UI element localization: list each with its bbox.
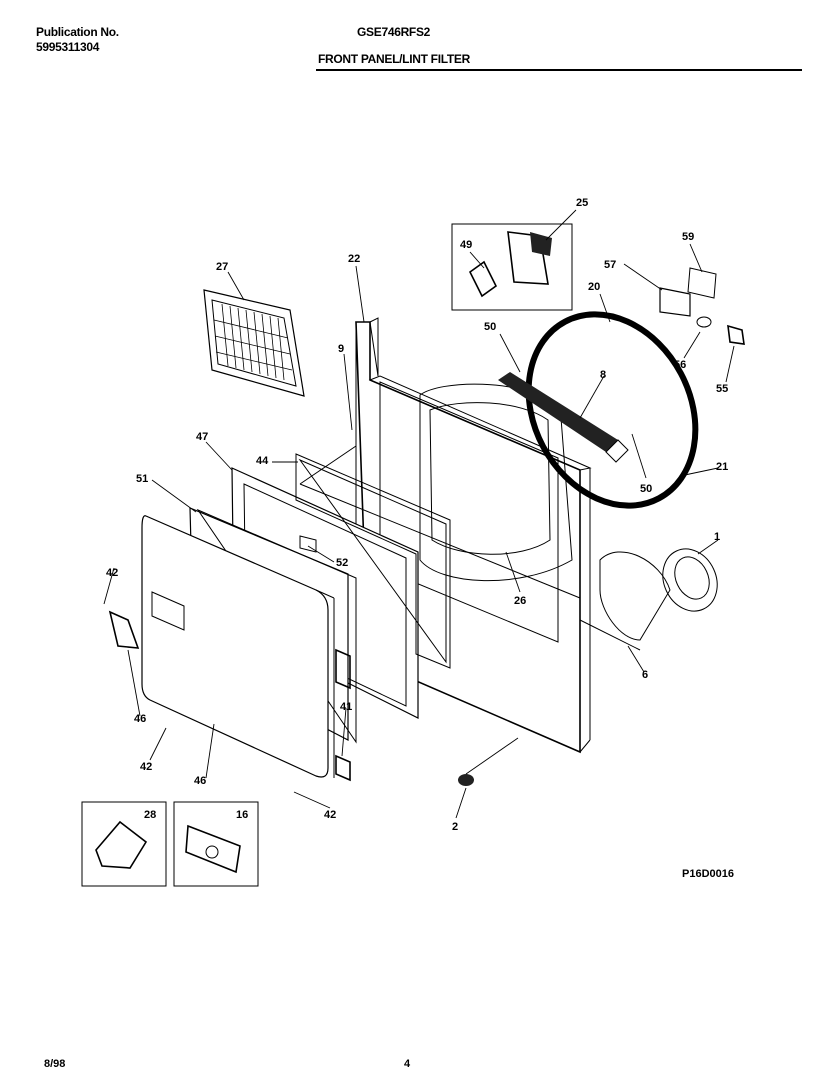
part-label-2: 2 [452, 821, 458, 833]
part-label-42-lower-left: 42 [140, 761, 152, 773]
duct-connector [662, 548, 718, 612]
door-gasket [295, 453, 451, 669]
part-label-25: 25 [576, 197, 588, 209]
part-label-41: 41 [340, 701, 352, 713]
part-label-46-bottom: 46 [194, 775, 206, 787]
part-label-26: 26 [514, 595, 526, 607]
part-label-46-left: 46 [134, 713, 146, 725]
lint-filter-housing [299, 535, 317, 553]
part-label-51: 51 [136, 473, 148, 485]
part-label-49: 49 [460, 239, 472, 251]
lint-duct [498, 372, 629, 463]
part-label-47: 47 [196, 431, 208, 443]
part-label-56: 56 [674, 359, 686, 371]
part-label-22: 22 [348, 253, 360, 265]
door-hinges [108, 610, 351, 782]
part-label-6: 6 [642, 669, 648, 681]
part-label-55: 55 [716, 383, 728, 395]
part-label-20: 20 [588, 281, 600, 293]
front-door [141, 515, 335, 778]
part-label-27: 27 [216, 261, 228, 273]
inset-box-16 [173, 801, 259, 887]
part-label-21: 21 [716, 461, 728, 473]
exhaust-duct [579, 551, 671, 651]
leveling-leg [458, 774, 474, 786]
inset-door-switch [451, 223, 573, 311]
part-label-42-upper: 42 [106, 567, 118, 579]
rear-grille [203, 289, 305, 397]
part-label-28: 28 [144, 809, 156, 821]
part-label-57: 57 [604, 259, 616, 271]
part-label-9: 9 [338, 343, 344, 355]
part-label-44: 44 [256, 455, 269, 467]
part-labels: 27 22 9 25 49 59 57 20 50 8 56 55 47 44 … [106, 197, 728, 833]
drum-belt [525, 311, 699, 509]
part-label-16: 16 [236, 809, 248, 821]
cabinet-frame [299, 317, 592, 754]
footer-date: 8/98 [44, 1058, 66, 1070]
part-label-8: 8 [600, 369, 606, 381]
drum [419, 383, 573, 582]
part-label-50-upper: 50 [484, 321, 496, 333]
leader-lines [103, 209, 735, 819]
model-number: GSE746RFS2 [357, 25, 431, 39]
publication-number: 5995311304 [36, 40, 100, 54]
part-label-52: 52 [336, 557, 348, 569]
footer-page-number: 4 [404, 1058, 411, 1070]
part-label-50-lower: 50 [640, 483, 652, 495]
section-title: FRONT PANEL/LINT FILTER [318, 52, 470, 66]
part-label-42-bottom: 42 [324, 809, 336, 821]
drawing-code: P16D0016 [682, 868, 734, 880]
part-label-59: 59 [682, 231, 694, 243]
part-label-1: 1 [714, 531, 720, 543]
inset-box-28 [81, 801, 167, 887]
publication-label: Publication No. [36, 25, 119, 39]
terminal-block [659, 267, 745, 345]
header-rule [316, 69, 802, 71]
